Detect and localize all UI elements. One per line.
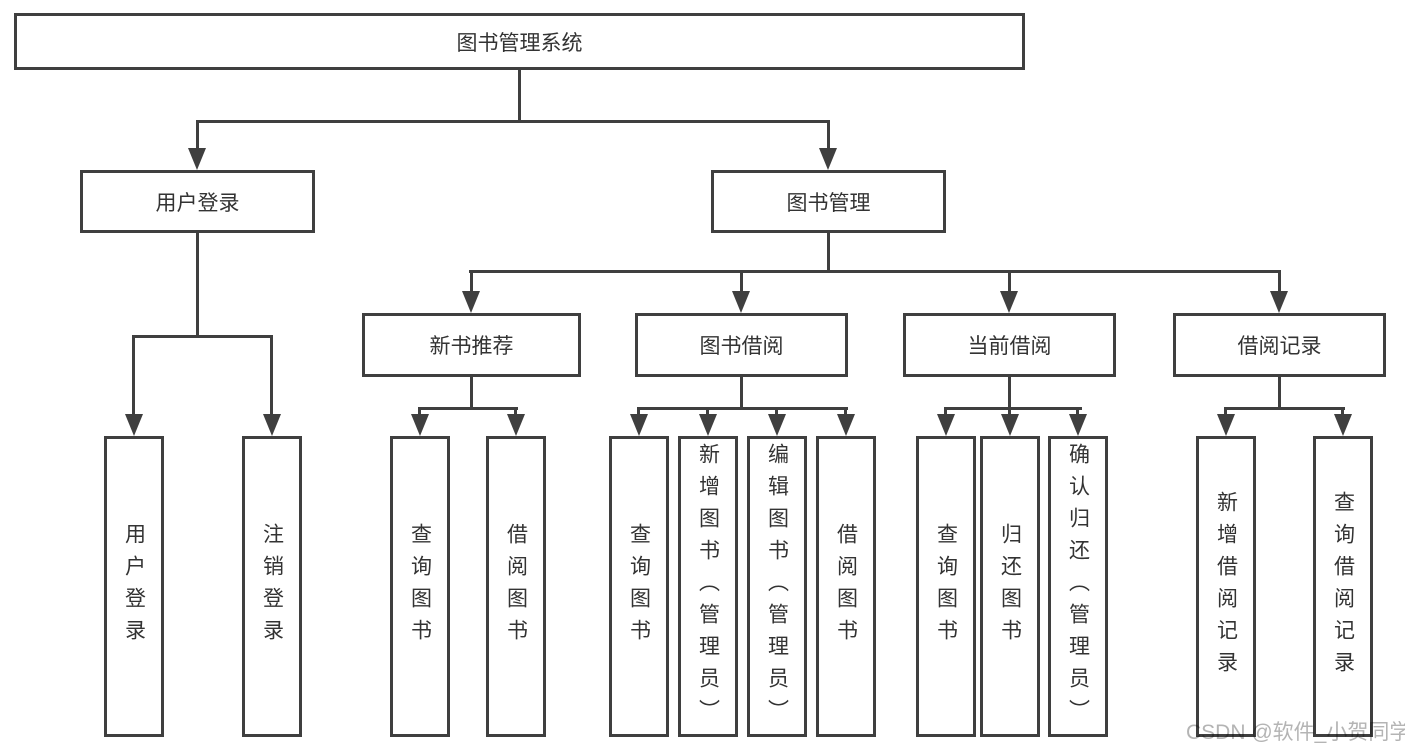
leaf-add-books-admin: 新增图书（管理员） — [678, 436, 738, 737]
connector-groupA-stub-2 — [514, 407, 517, 416]
arrowhead-groupA-leaf1-icon — [411, 414, 429, 436]
arrowhead-book-borrow-icon — [732, 291, 750, 313]
connector-bookmgmt-stub-3 — [1008, 270, 1011, 293]
arrowhead-user-login-icon — [188, 148, 206, 170]
arrowhead-groupC-leaf1-icon — [937, 414, 955, 436]
arrowhead-new-book-recommend-icon — [462, 291, 480, 313]
arrowhead-leaf-logout-icon — [263, 414, 281, 436]
leaf-confirm-return-admin: 确认归还（管理员） — [1048, 436, 1108, 737]
leaf-edit-books-admin: 编辑图书（管理员） — [747, 436, 807, 737]
connector-groupD-stub-2 — [1341, 407, 1344, 416]
connector-groupC-hline — [944, 407, 1082, 410]
node-new-book-recommend: 新书推荐 — [362, 313, 581, 377]
connector-root-vline — [518, 70, 521, 122]
node-user-login: 用户登录 — [80, 170, 315, 233]
node-current-borrow: 当前借阅 — [903, 313, 1116, 377]
leaf-user-login: 用户登录 — [104, 436, 164, 737]
node-root: 图书管理系统 — [14, 13, 1025, 70]
arrowhead-groupB-leaf4-icon — [837, 414, 855, 436]
connector-groupB-hline — [637, 407, 848, 410]
arrowhead-groupA-leaf2-icon — [507, 414, 525, 436]
arrowhead-borrow-records-icon — [1270, 291, 1288, 313]
arrowhead-leaf-user-login-icon — [125, 414, 143, 436]
connector-bookmgmt-hline — [469, 270, 1281, 273]
connector-groupB-stub-1 — [637, 407, 640, 416]
arrowhead-groupB-leaf1-icon — [630, 414, 648, 436]
connector-bookmgmt-vline — [827, 233, 830, 272]
leaf-query-books-borrow: 查询图书 — [609, 436, 669, 737]
arrowhead-groupD-leaf1-icon — [1217, 414, 1235, 436]
connector-root-stub-left — [196, 120, 199, 151]
leaf-query-books-current: 查询图书 — [916, 436, 976, 737]
csdn-watermark: CSDN @软件_小贺同学 — [1186, 721, 1405, 744]
connector-groupB-stub-3 — [775, 407, 778, 416]
connector-root-stub-right — [827, 120, 830, 151]
connector-userlogin-hline — [132, 335, 273, 338]
connector-groupB-vline — [740, 376, 743, 409]
leaf-query-borrow-record: 查询借阅记录 — [1313, 436, 1373, 737]
node-book-management: 图书管理 — [711, 170, 946, 233]
connector-groupA-vline — [470, 376, 473, 409]
connector-groupC-stub-2 — [1008, 407, 1011, 416]
leaf-return-books: 归还图书 — [980, 436, 1040, 737]
arrowhead-current-borrow-icon — [1000, 291, 1018, 313]
leaf-query-books-recommend: 查询图书 — [390, 436, 450, 737]
node-book-borrow: 图书借阅 — [635, 313, 848, 377]
arrowhead-groupB-leaf2-icon — [699, 414, 717, 436]
connector-groupC-stub-3 — [1076, 407, 1079, 416]
leaf-add-borrow-record: 新增借阅记录 — [1196, 436, 1256, 737]
leaf-logout: 注销登录 — [242, 436, 302, 737]
connector-bookmgmt-stub-1 — [470, 270, 473, 293]
connector-groupD-stub-1 — [1224, 407, 1227, 416]
connector-bookmgmt-stub-4 — [1278, 270, 1281, 293]
connector-userlogin-stub-1 — [132, 335, 135, 416]
leaf-borrow-books: 借阅图书 — [816, 436, 876, 737]
connector-groupC-vline — [1008, 376, 1011, 409]
connector-bookmgmt-stub-2 — [740, 270, 743, 293]
connector-userlogin-stub-2 — [270, 335, 273, 416]
connector-groupB-stub-4 — [844, 407, 847, 416]
connector-groupD-hline — [1224, 407, 1345, 410]
arrowhead-groupC-leaf2-icon — [1001, 414, 1019, 436]
connector-groupA-stub-1 — [418, 407, 421, 416]
connector-groupC-stub-1 — [944, 407, 947, 416]
leaf-borrow-books-recommend: 借阅图书 — [486, 436, 546, 737]
connector-groupA-hline — [418, 407, 518, 410]
arrowhead-groupB-leaf3-icon — [768, 414, 786, 436]
connector-groupD-vline — [1278, 376, 1281, 409]
connector-userlogin-vline — [196, 233, 199, 337]
arrowhead-groupD-leaf2-icon — [1334, 414, 1352, 436]
arrowhead-groupC-leaf3-icon — [1069, 414, 1087, 436]
connector-root-hline — [196, 120, 830, 123]
node-borrow-records: 借阅记录 — [1173, 313, 1386, 377]
connector-groupB-stub-2 — [706, 407, 709, 416]
arrowhead-book-management-icon — [819, 148, 837, 170]
